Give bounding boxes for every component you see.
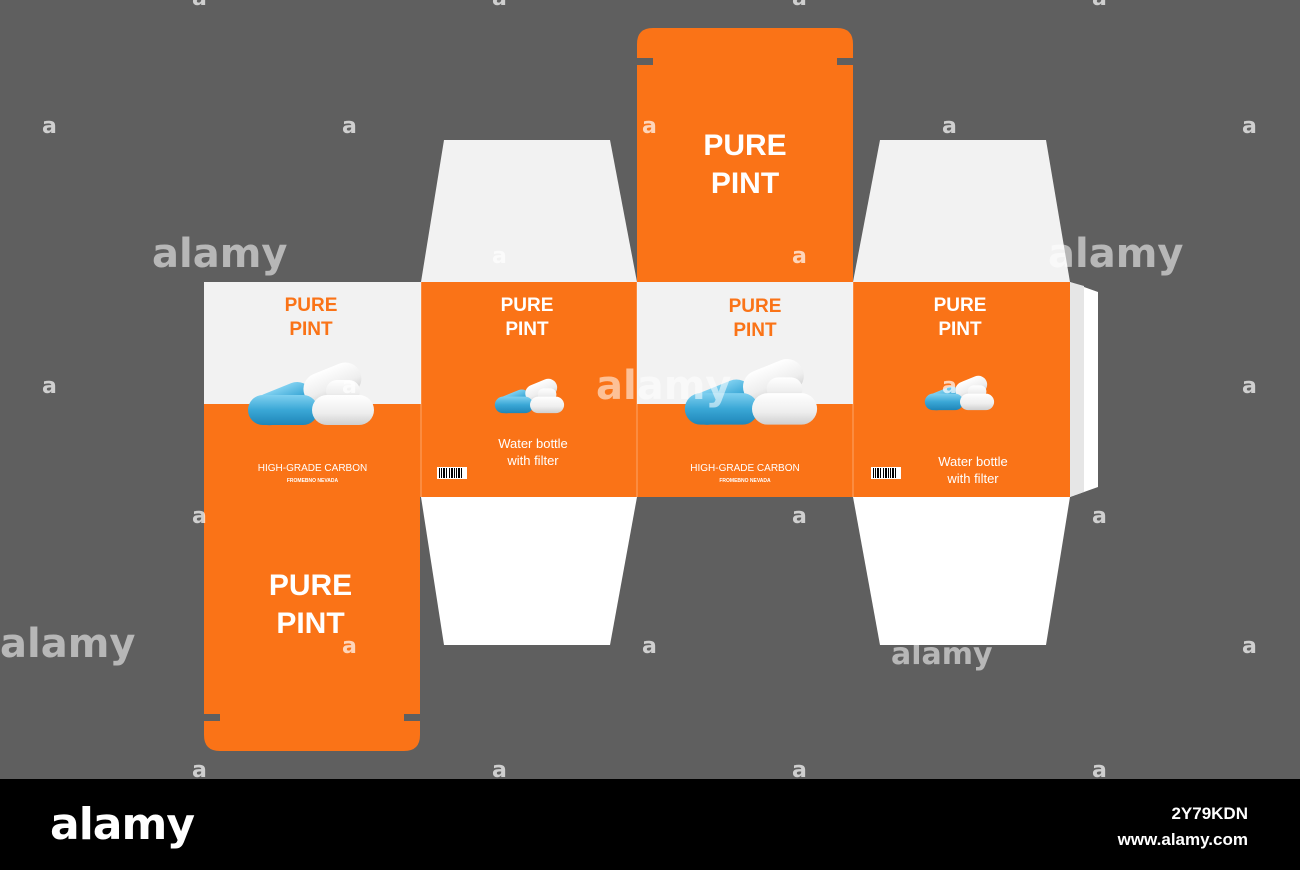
- top-tuck-flap: [637, 28, 853, 282]
- watermark-mark: a: [942, 114, 957, 139]
- watermark-mark: a: [1242, 114, 1257, 139]
- box-dieline: [204, 28, 1098, 751]
- watermark-mark: a: [642, 634, 657, 659]
- watermark-mark: a: [792, 0, 807, 10]
- alamy-logo: alamy: [50, 799, 195, 850]
- tagline-panel-3: HIGH-GRADE CARBON: [690, 463, 800, 474]
- watermark-mark: a: [792, 244, 807, 269]
- watermark-mark: a: [792, 504, 807, 529]
- barcode-panel-2: [437, 467, 467, 479]
- watermark-mark: a: [342, 114, 357, 139]
- origin-panel-3: FROMEBNO NEVADA: [719, 478, 771, 484]
- watermark-mark: a: [792, 758, 807, 783]
- watermark-mark: a: [42, 374, 57, 399]
- bottom-tuck-flap: [204, 497, 420, 751]
- watermark-mark: a: [1242, 374, 1257, 399]
- barcode-panel-4: [871, 467, 901, 479]
- watermark-mark: a: [492, 244, 507, 269]
- dust-flap-top-right: [853, 140, 1070, 282]
- watermark-mark: a: [42, 114, 57, 139]
- watermark-mark: a: [1242, 634, 1257, 659]
- image-id: 2Y79KDN: [1171, 804, 1248, 823]
- watermark-mark: a: [1092, 758, 1107, 783]
- watermark-mark: a: [492, 758, 507, 783]
- watermark-mark: a: [492, 0, 507, 10]
- watermark-mark: a: [1092, 0, 1107, 10]
- dust-flap-top-left: [421, 140, 637, 282]
- watermark-mark: a: [342, 634, 357, 659]
- watermark-mark: a: [942, 374, 957, 399]
- watermark-mark: a: [192, 504, 207, 529]
- watermark-mark: a: [492, 504, 507, 529]
- tagline-panel-1: HIGH-GRADE CARBON: [257, 463, 368, 474]
- image-id-block: 2Y79KDN www.alamy.com: [1118, 801, 1248, 852]
- origin-panel-1: FROMEBNO NEVADA: [286, 478, 339, 484]
- stock-footer-bar: alamy 2Y79KDN www.alamy.com: [0, 779, 1300, 870]
- watermark-mark: a: [192, 0, 207, 10]
- dust-flap-bottom-left: [421, 497, 637, 645]
- dust-flap-bottom-right: [853, 497, 1070, 645]
- watermark-mark: a: [642, 114, 657, 139]
- watermark-mark: a: [1092, 504, 1107, 529]
- watermark-mark: a: [192, 758, 207, 783]
- site-url: www.alamy.com: [1117, 829, 1248, 849]
- watermark-mark: a: [342, 374, 357, 399]
